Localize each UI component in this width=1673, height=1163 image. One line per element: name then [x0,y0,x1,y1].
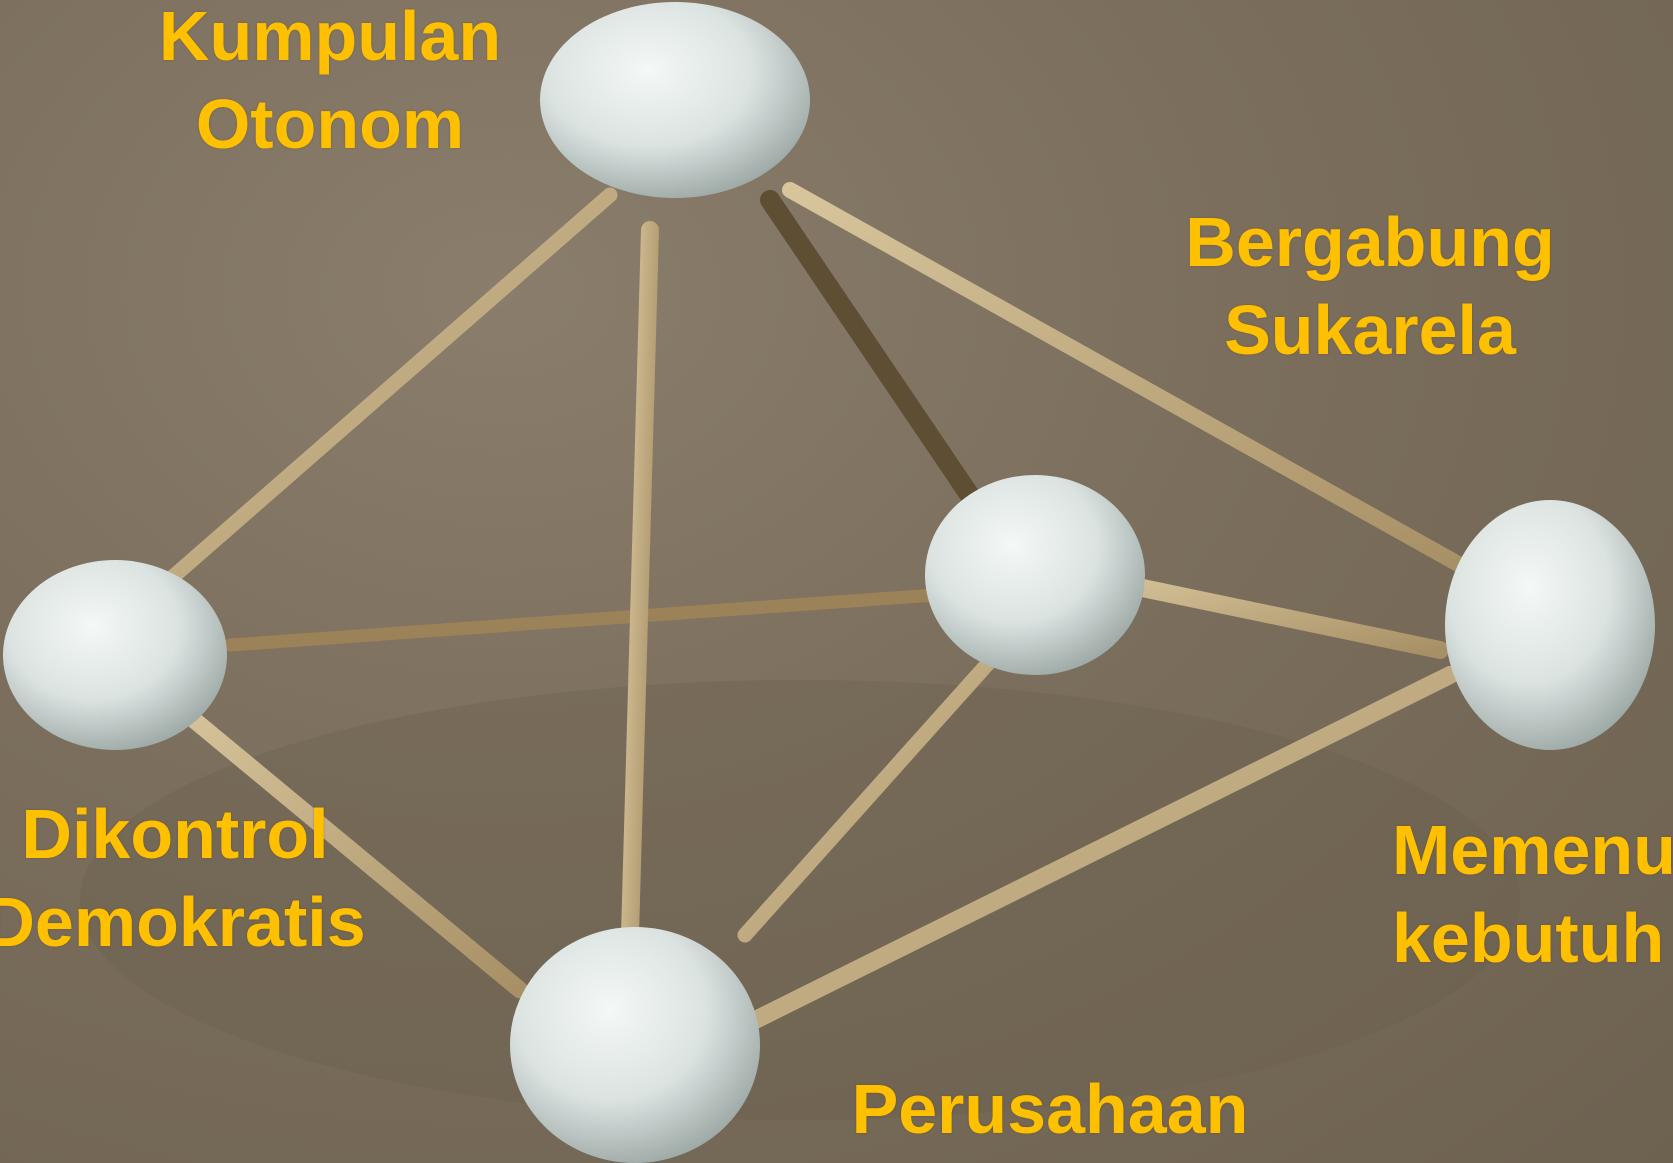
label-dikontrol-demokratis: Dikontrol Demokratis [0,790,380,966]
label-memenuhi-line1: Memenu [1392,806,1673,894]
label-dikontrol-line1: Dikontrol [0,790,380,878]
node-top [540,2,810,198]
label-bergabung-sukarela: Bergabung Sukarela [1170,198,1570,374]
node-bottom [510,927,760,1163]
label-perusahaan-line1: Perusahaan [840,1065,1260,1153]
label-dikontrol-line2: Demokratis [0,878,380,966]
node-middle [925,475,1145,675]
label-bergabung-line2: Sukarela [1170,286,1570,374]
stick-top-left [135,195,610,610]
node-right [1445,500,1655,750]
label-memenuhi-line2: kebutuh [1392,894,1673,982]
stick-left-middle [230,595,935,645]
label-kumpulan-line2: Otonom [150,80,510,168]
label-perusahaan: Perusahaan [840,1065,1260,1153]
label-kumpulan-line1: Kumpulan [150,0,510,80]
node-left [3,560,227,750]
label-memenuhi-kebutuhan: Memenu kebutuh [1392,806,1673,982]
label-kumpulan-otonom: Kumpulan Otonom [150,0,510,168]
label-bergabung-line1: Bergabung [1170,198,1570,286]
